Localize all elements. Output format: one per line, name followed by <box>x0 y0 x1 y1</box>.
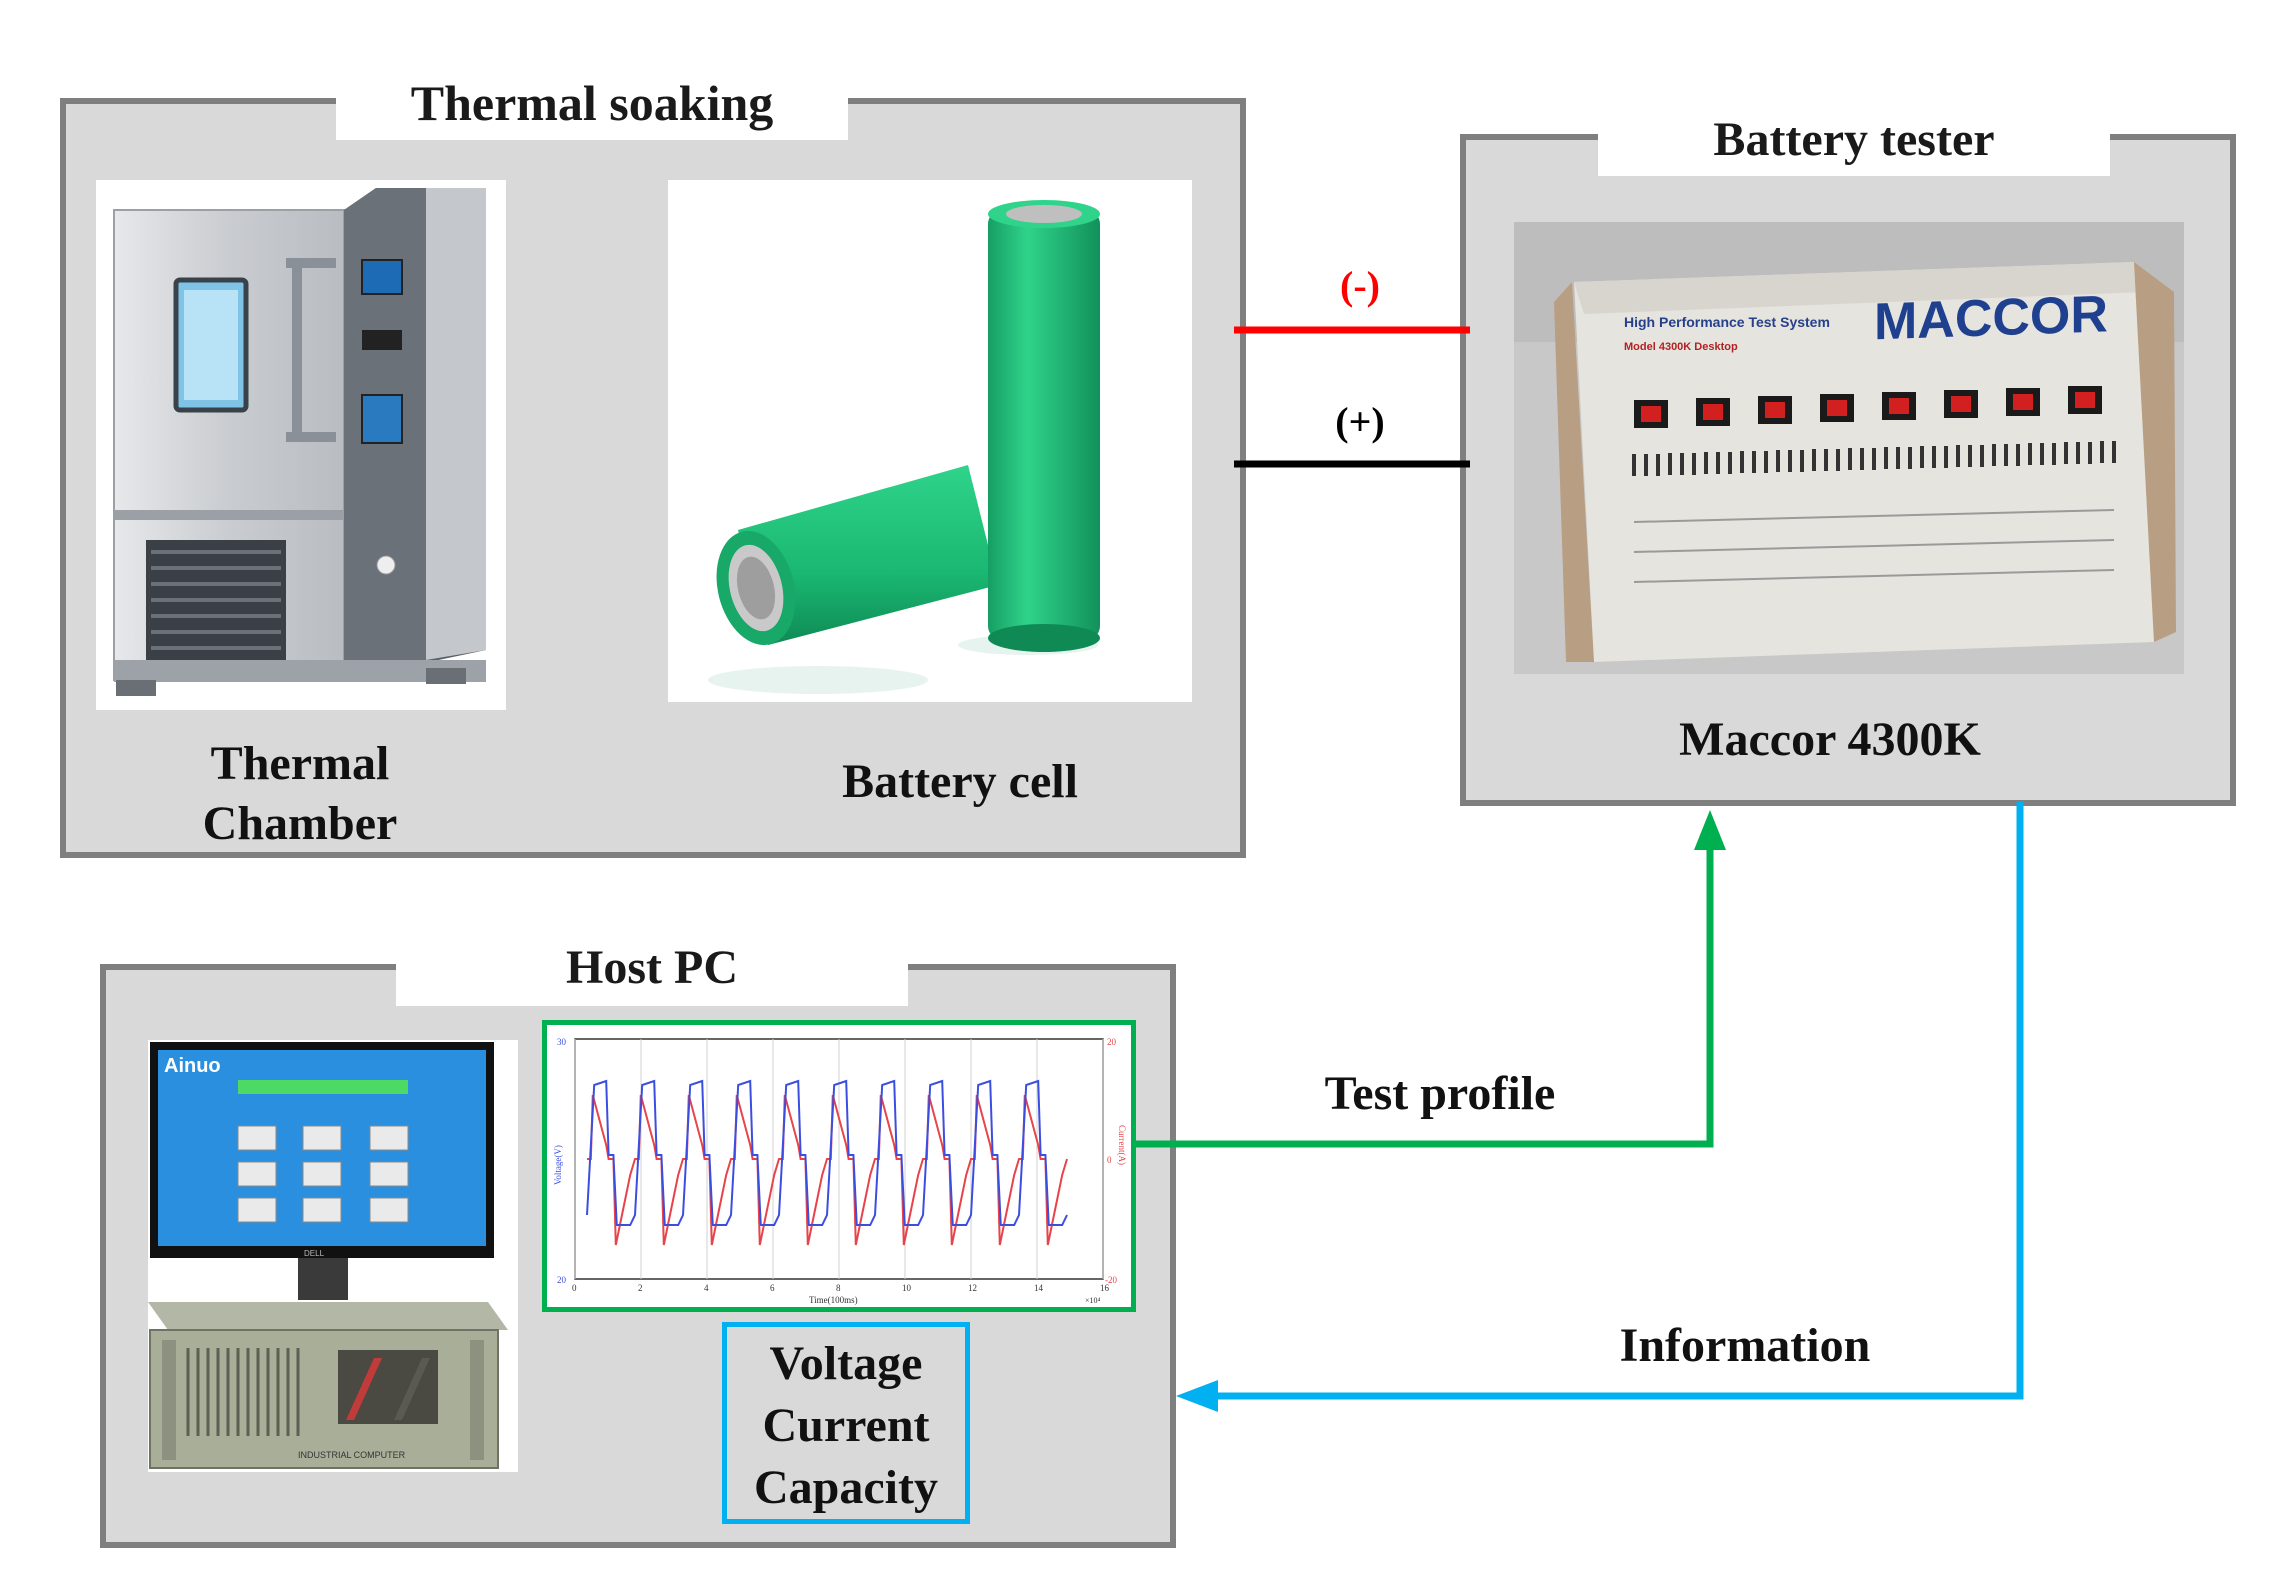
plot-x-tick-label: 0 <box>572 1283 577 1293</box>
plot-xlabel: Time(100ms) <box>809 1295 858 1305</box>
plot-ylabel-right: Current(A) <box>1117 1125 1127 1165</box>
plot-x-tick-label: 12 <box>968 1283 977 1293</box>
information-arrow-head <box>1176 1380 1218 1412</box>
thermal-chamber-label-line1: Thermal <box>210 737 390 790</box>
software-brand-text: Ainuo <box>164 1055 221 1077</box>
thermal-chamber-image <box>96 180 506 710</box>
test-profile-arrow-head <box>1694 810 1726 850</box>
monitor-brand-text: DELL <box>304 1249 325 1258</box>
host-pc-title: Host PC <box>396 930 908 1006</box>
thermal-soaking-title: Thermal soaking <box>336 66 848 140</box>
battery-tester-title: Battery tester <box>1598 104 2110 176</box>
plot-y-left-tick-top: 30 <box>557 1037 567 1047</box>
plot-x-tick-label: 6 <box>770 1283 775 1293</box>
maccor-model-label: Maccor 4300K <box>1679 713 1981 766</box>
channel-displays <box>1634 386 2102 428</box>
tester-model-text: Model 4300K Desktop <box>1624 341 1738 353</box>
tester-header-text: High Performance Test System <box>1624 314 1830 330</box>
battery-cell-image <box>668 180 1192 702</box>
tester-brand-text: MACCOR <box>1874 285 2108 351</box>
output-capacity-label: Capacity <box>754 1461 938 1514</box>
plot-x-tick-label: 2 <box>638 1283 643 1293</box>
output-quantities-box: Voltage Current Capacity <box>722 1322 970 1524</box>
battery-cell-icon <box>708 200 1100 694</box>
test-profile-label: Test profile <box>1324 1067 1556 1120</box>
host-computer-icon: Ainuo DELL INDUSTRIAL COMPUTER <box>148 1042 508 1469</box>
information-label: Information <box>1619 1319 1871 1372</box>
case-label-text: INDUSTRIAL COMPUTER <box>298 1450 406 1460</box>
thermal-chamber-label: Thermal Chamber <box>150 734 450 854</box>
plot-ylabel-left: Voltage(V) <box>553 1145 563 1185</box>
negative-terminal-label: (-) <box>1340 263 1380 308</box>
battery-tester-device-icon: High Performance Test System Model 4300K… <box>1514 222 2184 674</box>
output-voltage-label: Voltage <box>769 1337 923 1390</box>
plot-y-right-tick-mid: 0 <box>1107 1155 1112 1165</box>
thermal-chamber-icon <box>113 188 486 696</box>
positive-terminal-label: (+) <box>1335 399 1385 444</box>
plot-y-left-tick-bottom: 20 <box>557 1275 567 1285</box>
thermal-chamber-label-line2: Chamber <box>202 797 398 850</box>
plot-y-right-tick-bottom: -20 <box>1105 1275 1117 1285</box>
host-computer-image: Ainuo DELL INDUSTRIAL COMPUTER <box>148 1040 518 1472</box>
plot-x-tick-label: 4 <box>704 1283 709 1293</box>
plot-x-ticks: 0 2 4 6 8 10 12 14 16 <box>572 1283 1110 1293</box>
plot-x-tick-label: 16 <box>1100 1283 1110 1293</box>
battery-cell-label: Battery cell <box>842 755 1078 808</box>
output-current-label: Current <box>762 1399 930 1452</box>
voltage-series-line <box>586 1079 1068 1226</box>
plot-x-tick-label: 10 <box>902 1283 912 1293</box>
plot-x-tick-label: 8 <box>836 1283 841 1293</box>
plot-x-tick-label: 14 <box>1034 1283 1044 1293</box>
plot-y-right-tick-top: 20 <box>1107 1037 1117 1047</box>
maccor-tester-image: High Performance Test System Model 4300K… <box>1514 222 2184 674</box>
plot-x-exponent: ×10⁴ <box>1085 1296 1101 1305</box>
